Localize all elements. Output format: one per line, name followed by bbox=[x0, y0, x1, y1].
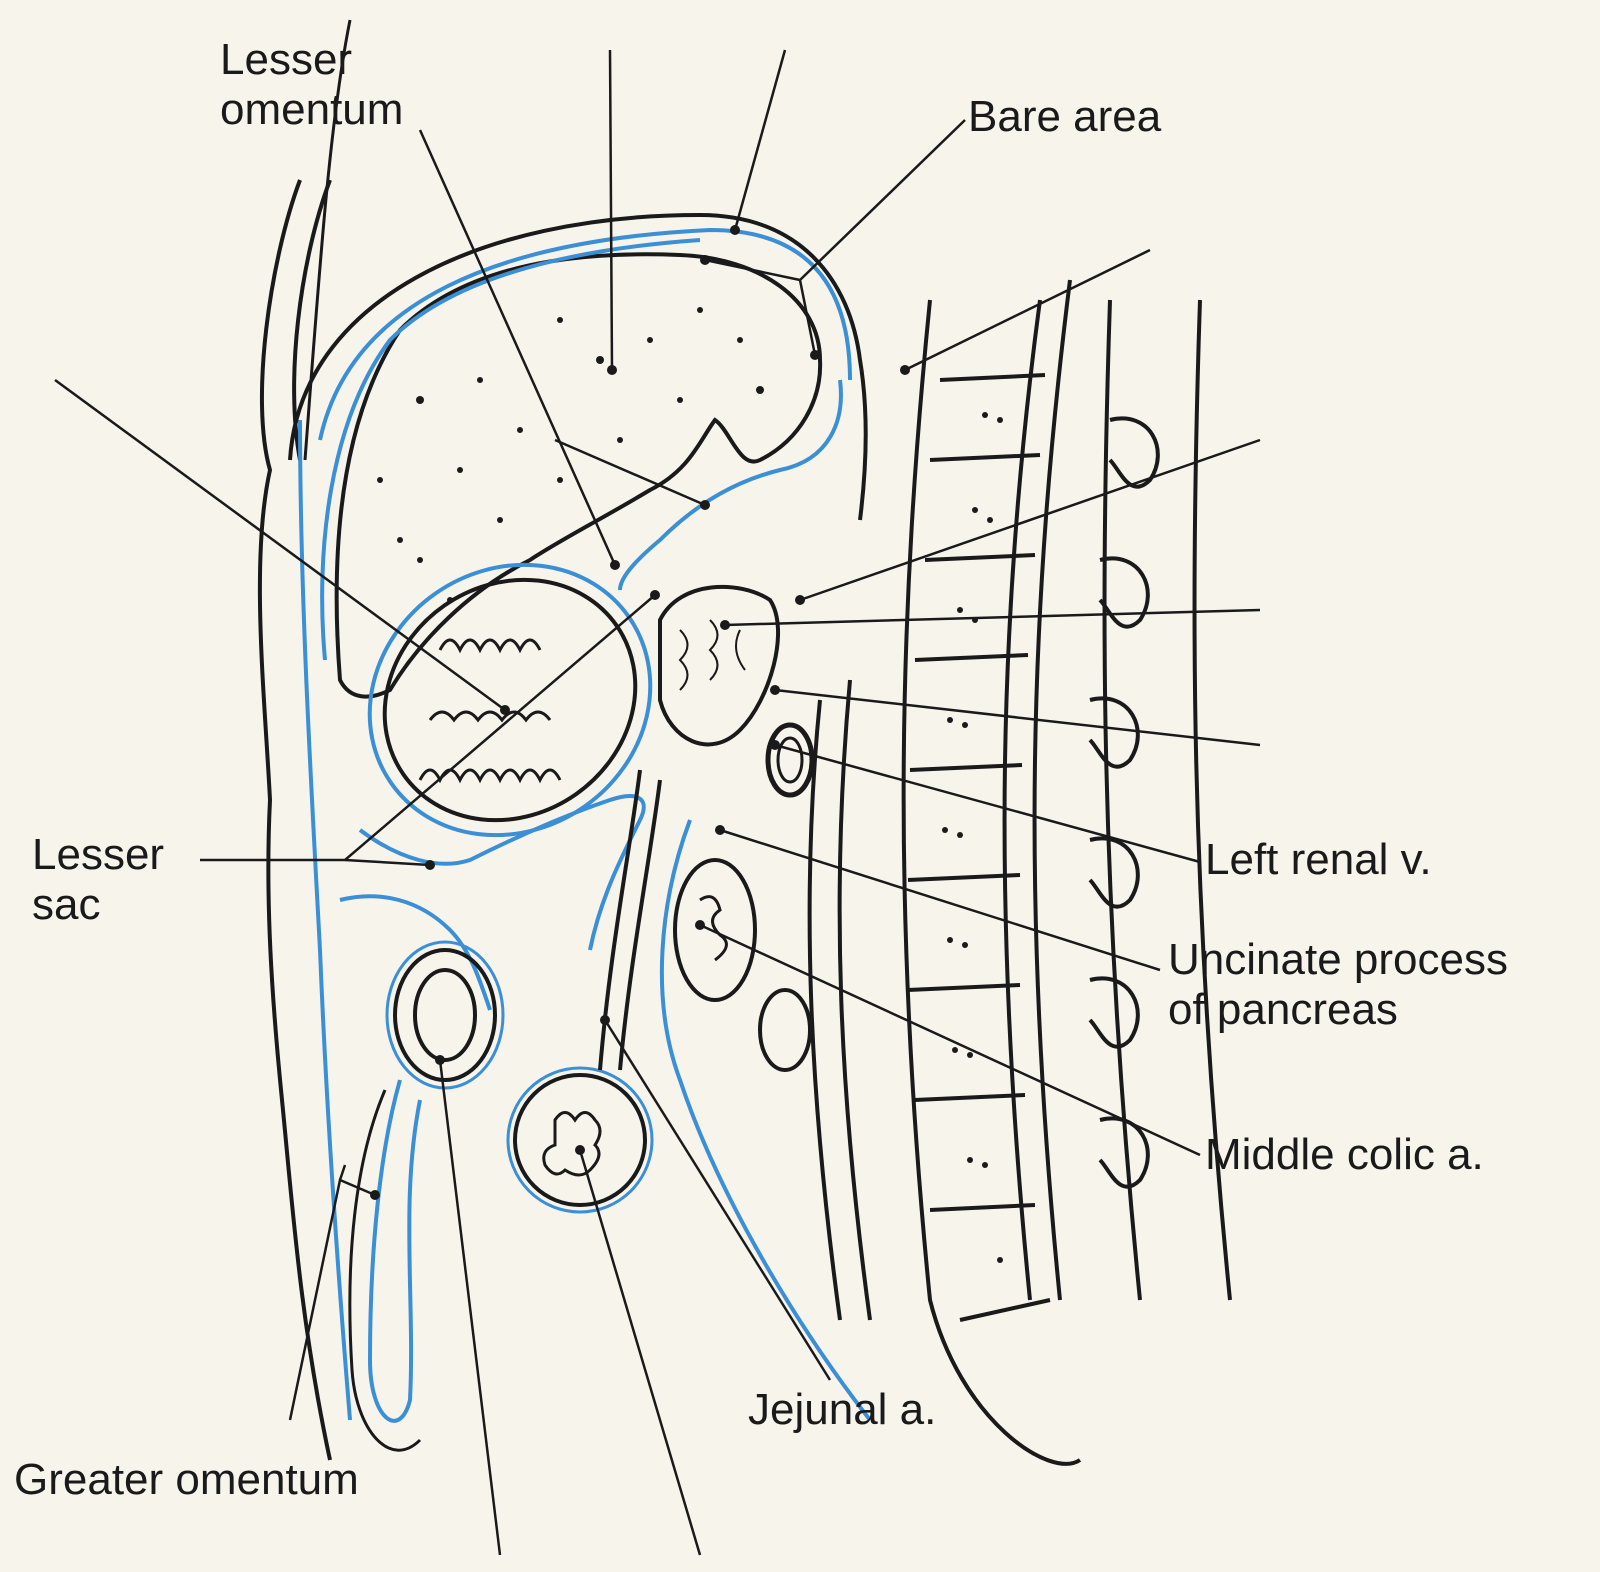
label-bare-area: Bare area bbox=[968, 92, 1162, 141]
parietal-peritoneum bbox=[298, 419, 352, 1421]
vertebral-column bbox=[901, 279, 1232, 1466]
duodenum bbox=[673, 858, 757, 1002]
aorta-section bbox=[758, 988, 812, 1072]
label-lesser-omentum: Lesser omentum bbox=[220, 35, 404, 134]
label-greater-omentum: Greater omentum bbox=[14, 1455, 359, 1504]
anterior-abdominal-wall bbox=[257, 179, 332, 1461]
label-middle-colic-artery: Middle colic a. bbox=[1205, 1130, 1484, 1179]
transverse-colon bbox=[393, 948, 497, 1082]
leader-endpoints bbox=[370, 225, 910, 1200]
pancreas bbox=[658, 584, 780, 747]
liver bbox=[334, 252, 823, 699]
lesser-sac-outline bbox=[358, 794, 646, 951]
aorta bbox=[807, 699, 842, 1321]
stomach bbox=[382, 577, 638, 823]
label-jejunal-artery: Jejunal a. bbox=[748, 1385, 937, 1434]
greater-omentum-fold bbox=[367, 1079, 422, 1423]
diaphragm bbox=[288, 212, 868, 521]
gastric-rugae bbox=[418, 638, 562, 784]
left-renal-vein bbox=[765, 722, 815, 798]
label-lesser-sac: Lesser sac bbox=[32, 830, 165, 929]
jejunum bbox=[513, 1073, 647, 1207]
mesentery bbox=[598, 769, 642, 1071]
liver-texture bbox=[377, 307, 764, 603]
vertebra-texture bbox=[942, 412, 1003, 1263]
label-left-renal-vein: Left renal v. bbox=[1205, 835, 1432, 884]
leader-lines bbox=[54, 49, 1261, 1556]
label-uncinate-process: Uncinate process of pancreas bbox=[1168, 935, 1508, 1034]
